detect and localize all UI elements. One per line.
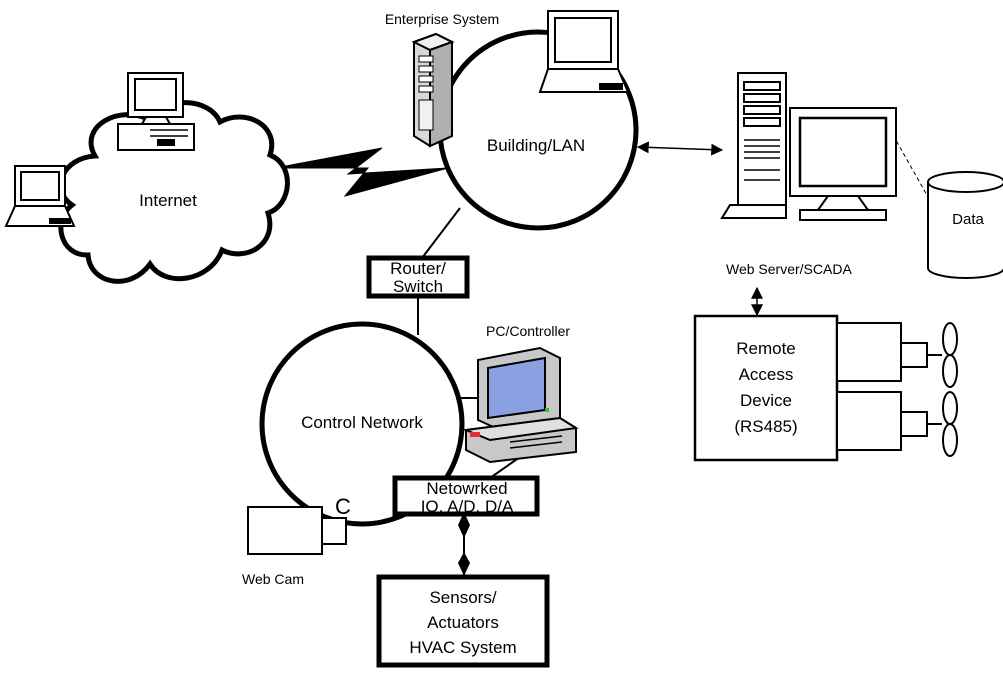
router-label-line2: Switch [393, 277, 443, 296]
enterprise-server-icon [411, 32, 455, 148]
sensors-actuators-box: Sensors/ Actuators HVAC System [376, 574, 550, 668]
pc-controller-icon [462, 346, 579, 464]
web-cam-icon [247, 506, 347, 555]
data-store-icon [927, 171, 1003, 279]
data-label: Data [952, 211, 984, 228]
networked-label-line2: IO, A/D, D/A [421, 497, 514, 516]
networked-label-line1: Netowrked [426, 479, 507, 498]
remote-label-line4: (RS485) [734, 417, 797, 436]
control-network-ring [259, 321, 465, 527]
sensors-label-line1: Sensors/ [429, 588, 496, 607]
pc-to-io-line [489, 456, 521, 479]
web-server-label: Web Server/SCADA [726, 261, 852, 277]
remote-access-box: Remote Access Device (RS485) [693, 314, 839, 462]
internet-laptop-icon [4, 165, 76, 227]
motor-unit-2 [836, 391, 942, 451]
web-monitor-icon [789, 107, 897, 221]
motor-unit-1 [836, 322, 942, 382]
remote-label-line3: Device [740, 391, 792, 410]
lan-server-arrow [636, 141, 724, 156]
web-server-icon [720, 72, 787, 219]
router-switch-box: Router/ Switch [366, 255, 470, 299]
sensors-label-line3: HVAC System [409, 638, 516, 657]
control-network-label: Control Network [301, 413, 423, 432]
sensors-label-line2: Actuators [427, 613, 499, 632]
enterprise-system-label: Enterprise System [385, 11, 499, 27]
io-sensors-connector [458, 512, 470, 576]
building-lan-label: Building/LAN [487, 136, 585, 155]
fan-icon-2 [942, 391, 958, 457]
internet-desktop-icon [117, 72, 195, 151]
wan-link-bolt [274, 147, 449, 197]
networked-io-box: Netowrked IO, A/D, D/A [392, 475, 540, 517]
fan-icon-1 [942, 322, 958, 388]
router-label-line1: Router/ [390, 259, 446, 278]
web-cam-label: Web Cam [242, 571, 304, 587]
remote-label-line2: Access [739, 365, 794, 384]
cam-marker-label: C [335, 494, 351, 519]
monitor-data-dashed [892, 134, 929, 198]
pc-controller-label: PC/Controller [486, 323, 570, 339]
remote-label-line1: Remote [736, 339, 796, 358]
lan-to-router-line [421, 207, 461, 259]
enterprise-laptop-icon [538, 10, 630, 93]
internet-label: Internet [139, 191, 197, 210]
